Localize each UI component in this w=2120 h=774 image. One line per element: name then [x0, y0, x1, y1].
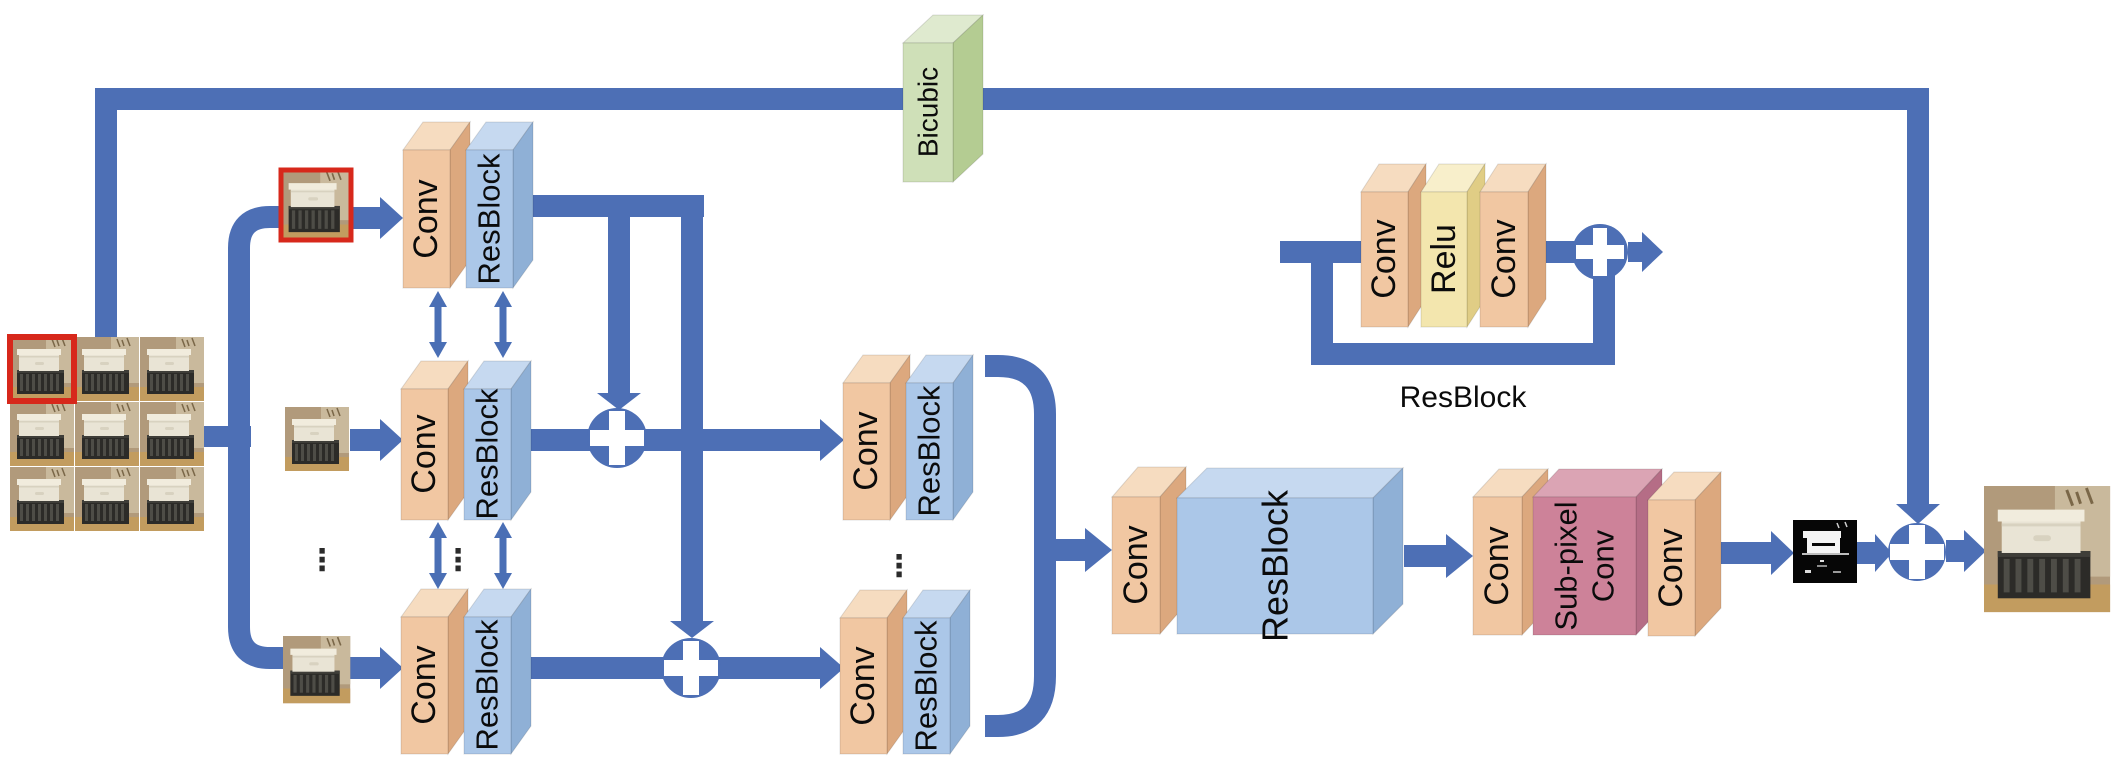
center-drop1-arrowhead-icon	[597, 393, 641, 410]
row2-in-arrowhead-icon	[380, 419, 403, 461]
double-arrow-icon	[499, 535, 507, 576]
add-node-final	[1888, 523, 1946, 581]
arrow-up-icon	[494, 522, 512, 538]
detail-out-head-icon	[1642, 232, 1663, 272]
conv-label: Conv	[847, 411, 885, 490]
relu-label: Relu	[1425, 224, 1463, 294]
conv-label: Conv	[1485, 219, 1523, 298]
arrow-down-icon	[494, 573, 512, 589]
row1-in-connector	[350, 207, 381, 229]
detail-conv-to-add-connector	[1546, 241, 1576, 263]
resblock-block-row2: ResBlock	[463, 359, 532, 522]
center-drop1-connector	[608, 195, 630, 395]
resblock-detail-caption: ResBlock	[1400, 381, 1528, 414]
fusion-conv-block-row2: Conv	[842, 353, 911, 522]
add-node-row2	[587, 408, 647, 468]
trunk-arrow1-connector	[1404, 545, 1446, 567]
arrow-up-icon	[429, 291, 447, 307]
grid-to-trunk-connector	[203, 426, 251, 447]
conv-label: Conv	[1365, 219, 1403, 298]
ellipsis-fusion-blocks: ⋮	[884, 549, 914, 584]
resblock-label: ResBlock	[909, 620, 944, 751]
arrow-up-icon	[494, 291, 512, 307]
center-drop2-arrowhead-icon	[670, 621, 714, 638]
conv-label: Conv	[405, 645, 443, 724]
merge-bracket-connector	[985, 355, 1056, 737]
row3-arrowhead-icon	[820, 647, 844, 689]
conv-label: Conv	[405, 414, 443, 493]
double-arrow-icon	[434, 304, 442, 345]
add-to-output-connector	[1946, 540, 1964, 562]
global-skip-arrowhead-icon	[1896, 504, 1940, 524]
row1-in-arrowhead-icon	[380, 197, 403, 239]
ellipsis-views: ⋮	[307, 543, 337, 578]
conv-block-row2: Conv	[400, 359, 469, 522]
trunk-arrow2-connector	[1720, 542, 1771, 564]
merge-arrowhead-icon	[1085, 528, 1112, 572]
arrow-down-icon	[429, 573, 447, 589]
ellipsis-branch-blocks: ⋮	[443, 543, 473, 578]
add-node-row3	[661, 638, 721, 698]
subpixel-conv-block: Sub-pixel Conv	[1531, 467, 1664, 637]
conv-label: Conv	[1478, 526, 1516, 605]
row2-out-connector	[529, 429, 820, 451]
detail-conv-block2: Conv	[1479, 162, 1547, 329]
row2-arrowhead-icon	[820, 419, 844, 461]
conv-label: Conv	[1652, 528, 1690, 607]
merge-out-connector	[1045, 539, 1085, 561]
conv-block-row3: Conv	[400, 587, 469, 756]
fusion-resblock-block-row2: ResBlock	[905, 353, 974, 522]
trunk-arrow2-head-icon	[1771, 531, 1794, 575]
center-view-highlight	[7, 334, 77, 404]
resblock-label: ResBlock	[470, 619, 505, 750]
row3-in-arrowhead-icon	[380, 647, 403, 689]
double-arrow-icon	[434, 535, 442, 576]
detail-skip-connector	[1311, 252, 1615, 365]
conv-label: Conv	[844, 646, 882, 725]
trunk-conv-block: Conv	[1110, 465, 1188, 636]
residual-to-add-head-icon	[1875, 534, 1892, 572]
center-view-image	[278, 167, 354, 243]
resblock-block-row1: ResBlock	[465, 120, 534, 290]
subpixel-label-line2: Conv	[1586, 529, 1621, 602]
share-arrows-rows23	[429, 522, 512, 589]
arrow-down-icon	[429, 342, 447, 358]
global-skip-connector	[95, 88, 1929, 507]
fusion-resblock-block-row3: ResBlock	[902, 588, 971, 756]
output-image	[1982, 484, 2112, 614]
arrow-down-icon	[494, 342, 512, 358]
resblock-label: ResBlock	[470, 388, 505, 519]
share-arrows-rows12	[429, 291, 512, 358]
add-node-resblock-detail	[1572, 224, 1628, 280]
side-view-image-row3	[282, 635, 351, 704]
add-to-output-head-icon	[1964, 530, 1986, 572]
input-views-grid	[7, 334, 205, 532]
subpixel-label-line1: Sub-pixel	[1549, 501, 1584, 630]
side-view-image-row2	[284, 406, 350, 472]
detail-conv-block1: Conv	[1360, 162, 1427, 329]
fusion-conv-block-row3: Conv	[839, 588, 908, 756]
trunk-resblock-block: ResBlock	[1175, 466, 1405, 642]
conv-block-row1: Conv	[402, 120, 471, 290]
residual-image	[1792, 519, 1858, 584]
resblock-label: ResBlock	[1255, 489, 1296, 642]
resblock-label: ResBlock	[912, 385, 947, 516]
resblock-label: ResBlock	[472, 153, 507, 284]
detail-out-connector	[1628, 242, 1642, 262]
conv-label: Conv	[1117, 525, 1155, 604]
residual-to-add-connector	[1857, 542, 1875, 564]
resblock-block-row3: ResBlock	[463, 587, 532, 756]
row3-in-connector	[350, 657, 381, 679]
bicubic-block: Bicubic	[901, 13, 985, 184]
detail-relu-block: Relu	[1420, 162, 1486, 329]
bicubic-label: Bicubic	[913, 67, 944, 157]
row2-in-connector	[350, 429, 381, 451]
center-drop2-connector	[681, 195, 703, 623]
arrow-up-icon	[429, 522, 447, 538]
conv-label: Conv	[407, 179, 445, 258]
double-arrow-icon	[499, 304, 507, 345]
trunk-arrow1-head-icon	[1446, 534, 1473, 578]
head-conv-block2: Conv	[1646, 470, 1723, 638]
